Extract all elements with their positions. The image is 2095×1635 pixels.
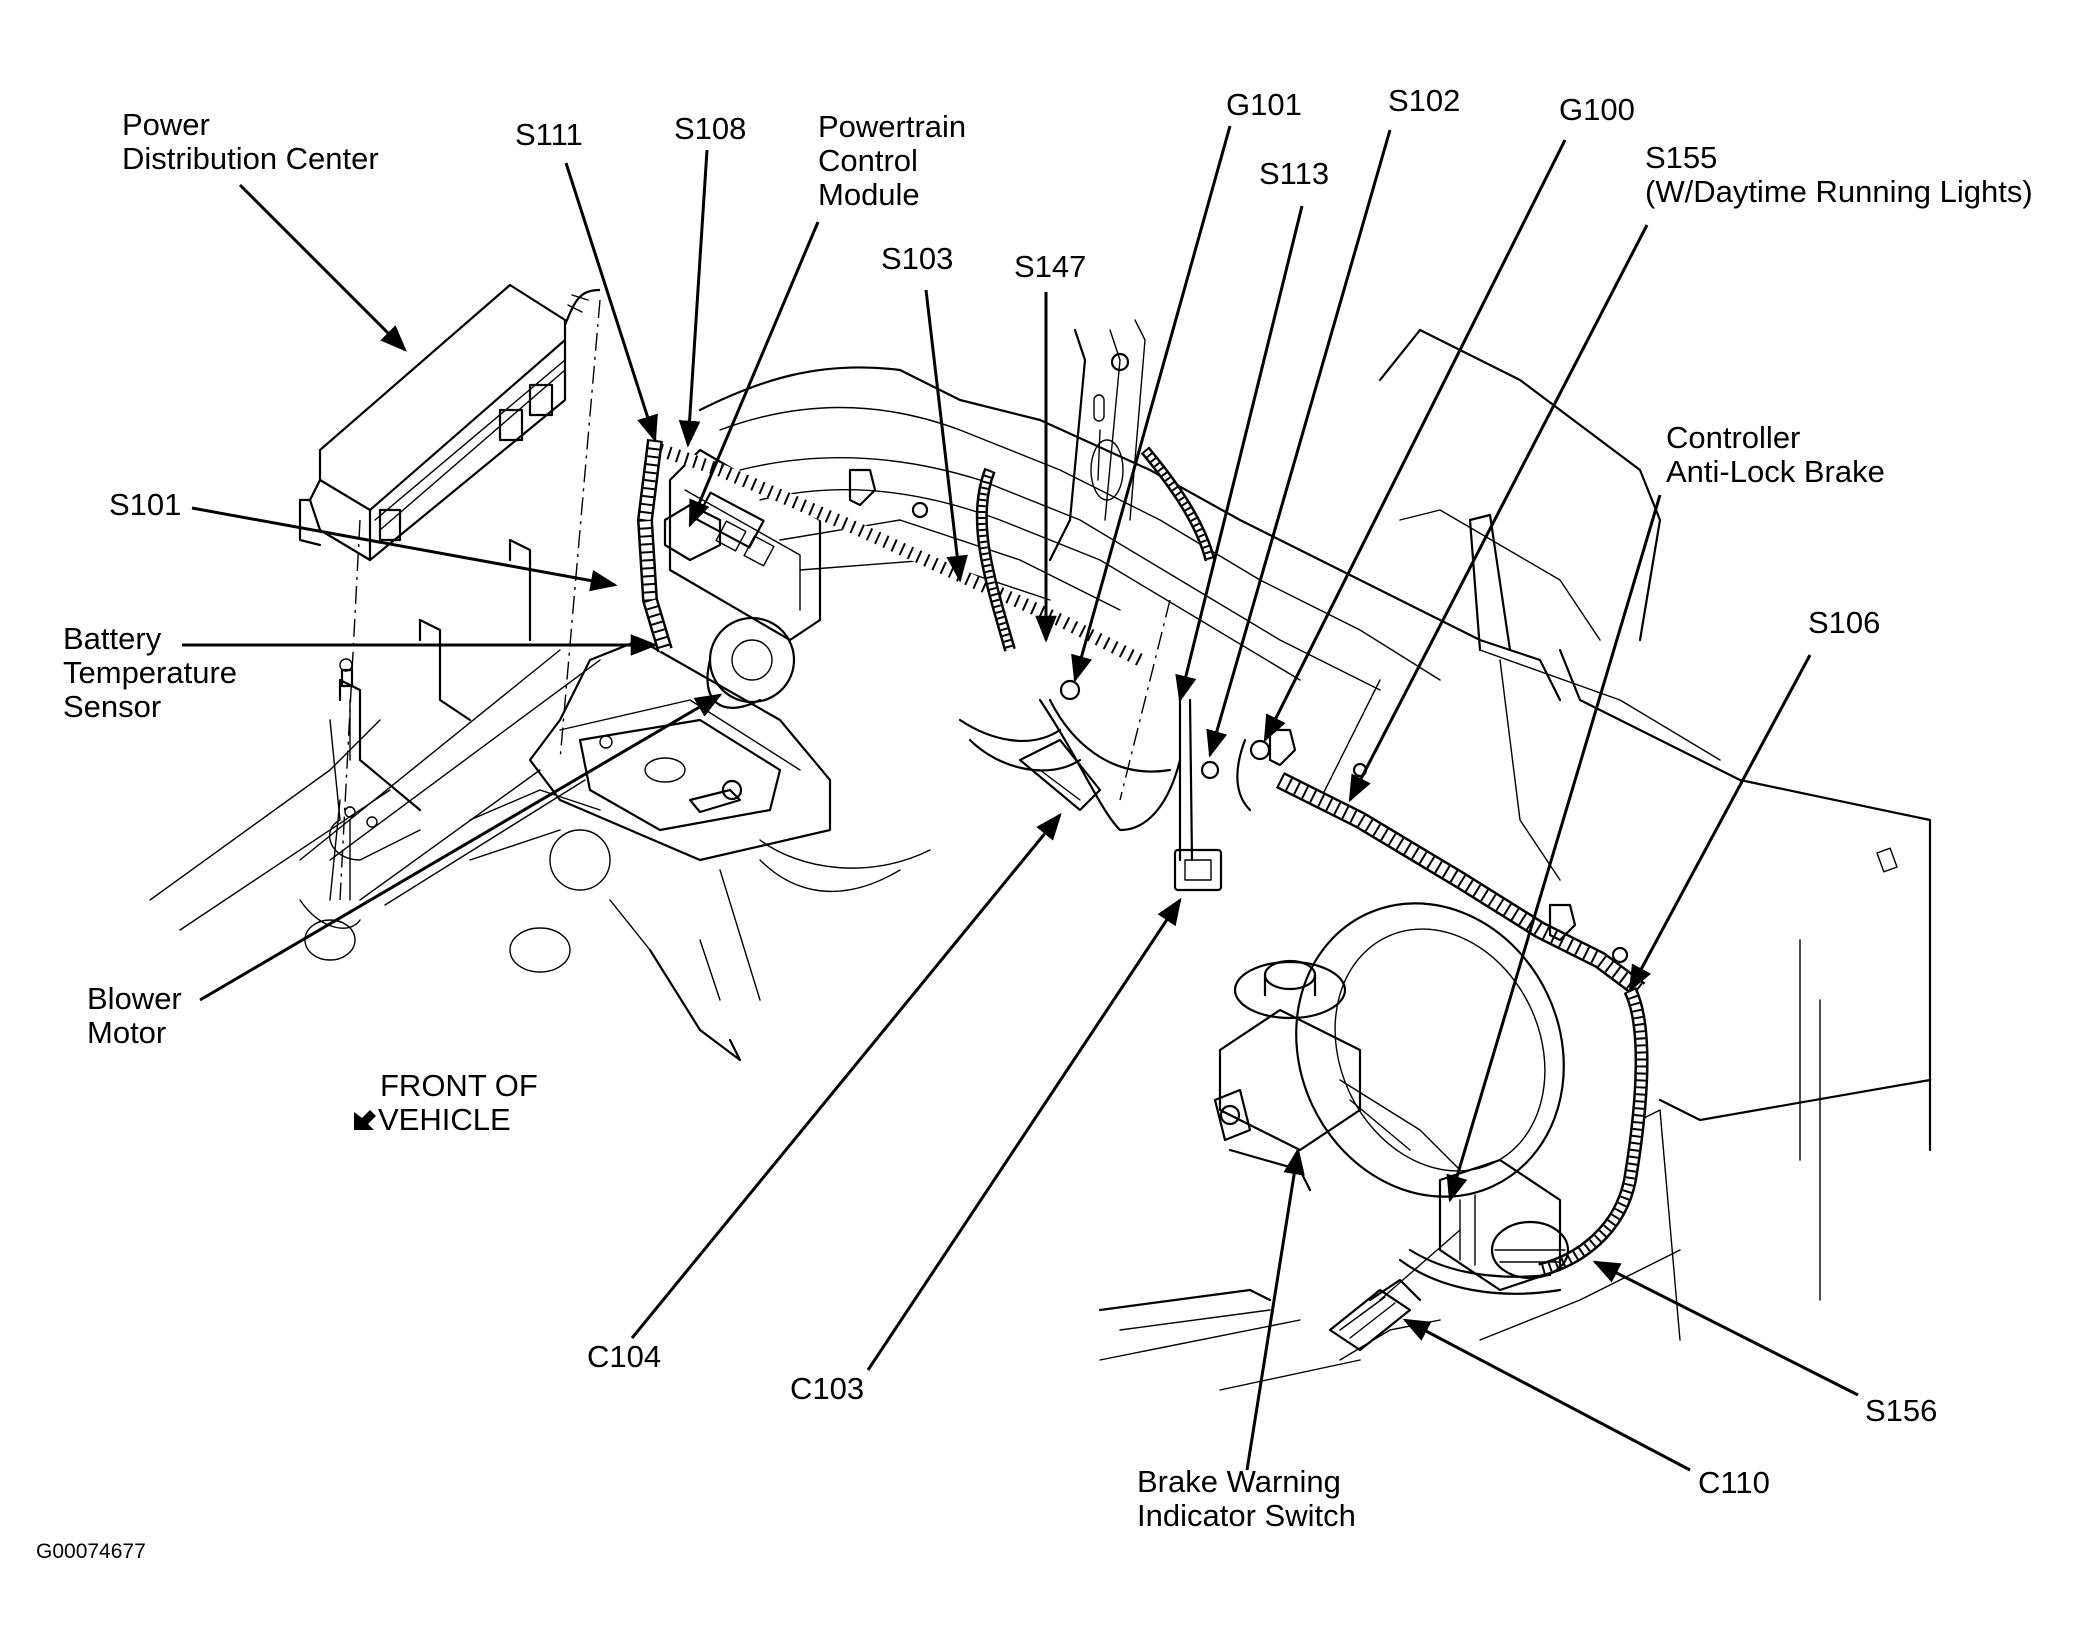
leader-blower	[199, 693, 723, 1002]
leader-c110	[1402, 1318, 1691, 1472]
label-c103: C103	[790, 1371, 865, 1406]
label-g100: G100	[1559, 92, 1635, 127]
leader-s103	[924, 289, 968, 583]
label-blower-motor: Blower Motor	[87, 981, 182, 1050]
vehicle-body-linework	[149, 299, 1932, 1391]
leader-c103	[866, 897, 1182, 1371]
abs-controller-drawing	[1398, 1158, 1570, 1295]
front-of-vehicle-indicator: FRONT OF VEHICLE	[352, 1069, 538, 1137]
label-s111: S111	[515, 117, 583, 152]
leader-s101	[191, 506, 618, 592]
leader-s108	[678, 149, 709, 448]
label-power-distribution-center: Power Distribution Center	[122, 107, 379, 176]
leader-g100	[1263, 139, 1567, 743]
label-s102: S102	[1388, 83, 1461, 118]
powertrain-control-module-drawing	[663, 448, 822, 642]
label-s101: S101	[109, 487, 182, 522]
leader-s102	[1206, 129, 1392, 758]
blower-motor-drawing	[528, 616, 832, 862]
main-wiring-harness	[636, 352, 1649, 1277]
label-battery-temperature-sensor: Battery Temperature Sensor	[63, 621, 238, 724]
leader-s106	[1628, 654, 1812, 993]
leader-pdc	[238, 183, 407, 352]
leader-s113	[1175, 205, 1304, 703]
leader-s156	[1592, 1260, 1859, 1397]
power-distribution-center-drawing	[298, 283, 601, 562]
connector-c110-drawing	[1328, 1278, 1422, 1352]
leader-lines	[182, 125, 1859, 1472]
label-s155: S155 (W/Daytime Running Lights)	[1645, 140, 2033, 209]
front-arrow-icon	[354, 1110, 376, 1130]
label-brake-warning-indicator-switch: Brake Warning Indicator Switch	[1137, 1464, 1356, 1533]
brake-booster-drawing	[1213, 902, 1565, 1198]
leader-abs	[1446, 494, 1662, 1203]
connector-c103-drawing	[1173, 848, 1223, 892]
label-s103: S103	[881, 241, 954, 276]
label-g101: G101	[1226, 87, 1302, 122]
label-controller-anti-lock-brake: Controller Anti-Lock Brake	[1666, 420, 1885, 489]
label-s106: S106	[1808, 605, 1881, 640]
leader-brake-switch	[1245, 1147, 1305, 1471]
leader-s111	[564, 162, 658, 443]
leader-g101	[1071, 125, 1232, 683]
connector-c104-drawing	[1018, 738, 1102, 812]
label-s147: S147	[1014, 249, 1087, 284]
figure-id: G00074677	[36, 1540, 146, 1563]
label-c104: C104	[587, 1339, 662, 1374]
leader-pcm	[688, 221, 820, 528]
leader-s155	[1348, 224, 1649, 803]
label-c110: C110	[1698, 1465, 1770, 1500]
label-powertrain-control-module: Powertrain Control Module	[818, 109, 967, 212]
leader-c104	[630, 812, 1062, 1339]
label-s113: S113	[1259, 156, 1330, 191]
label-s156: S156	[1865, 1393, 1938, 1428]
label-s108: S108	[674, 111, 747, 146]
